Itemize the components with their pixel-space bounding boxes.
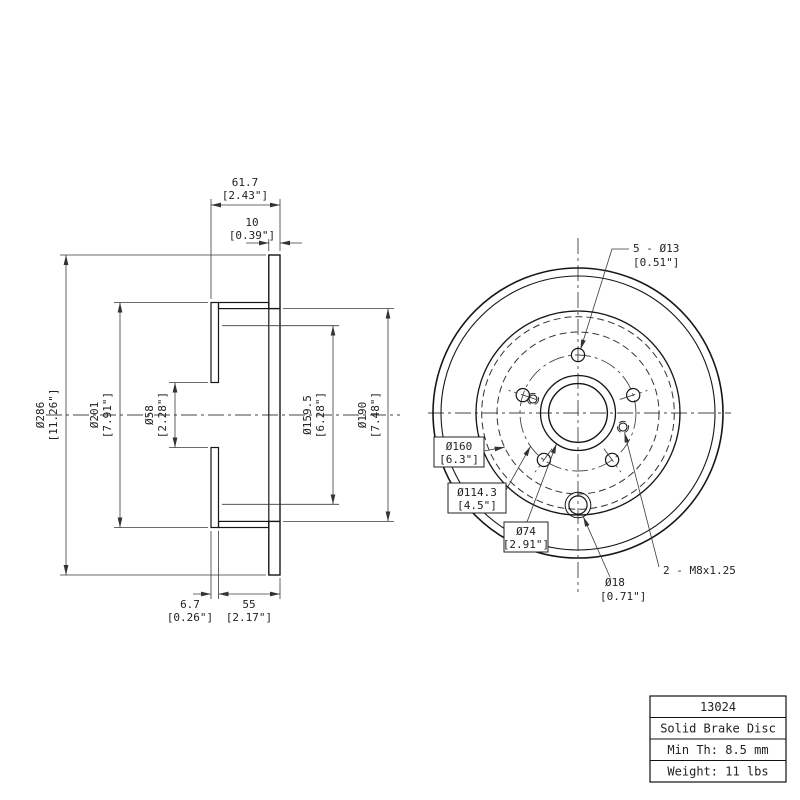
dim-286-mm: Ø286 [34,402,47,429]
lug-hole [604,452,620,468]
lug-label-line2: [0.51"] [633,256,679,269]
adjuster-hole [564,491,592,519]
m8-thread [616,420,630,434]
outer-diameter-circle [432,267,724,559]
service-holes [526,392,630,434]
label-lug-holes: 5 - Ø13 [0.51"] [580,242,679,350]
dim-disc-thickness: 10 [0.39"] [229,216,302,251]
label-service-holes: 2 - M8x1.25 [624,432,736,577]
lug-hole [515,387,531,403]
pilot-label-line2: [2.91"] [503,538,549,551]
lug-label-line1: 5 - Ø13 [633,242,679,255]
dim-10-in: [0.39"] [229,229,275,242]
label-adjuster-hole: Ø18 [0.71"] [582,516,646,603]
front-view: 5 - Ø13 [0.51"] Ø160 [6.3"] Ø114.3 [4.5"… [428,238,736,603]
hat-edge-circle [475,310,681,516]
dim-outer-diameter: Ø286 [11.26"] [34,254,266,576]
dim-1595-mm: Ø159.5 [301,395,314,435]
shoe-surface-hidden-circle [496,331,660,495]
drum-wall-upper [217,301,270,310]
m8-hole [528,394,538,404]
drum-wall-lower [217,520,270,529]
label-box [433,436,485,468]
disc-section-lower [268,520,281,576]
dim-center-bore: Ø58 [2.28"] [143,382,208,448]
pilot-circle [539,374,617,452]
bolt-circle [519,354,637,472]
label-box [447,482,507,514]
m8-hole [618,422,628,432]
m8-label: 2 - M8x1.25 [663,564,736,577]
label-box [503,521,549,553]
dim-617-in: [2.43"] [222,189,268,202]
m8-thread [526,392,540,406]
dim-flange-thickness: 6.7 [0.26"] 55 [2.17"] [167,531,281,624]
shoe-label-line2: [6.3"] [439,453,479,466]
dim-67-in: [0.26"] [167,611,213,624]
flange-section-upper [210,301,220,384]
dim-hat-diameter: Ø201 [7.91"] [88,302,208,528]
label-pilot-diameter: Ø74 [2.91"] [503,443,557,553]
bc-label-line1: Ø114.3 [457,486,497,499]
adj-label-line1: Ø18 [605,576,625,589]
section-view: Ø286 [11.26"] Ø201 [7.91"] Ø58 [2.28"] Ø… [34,176,400,624]
dim-total-width: 61.7 [2.43"] [210,176,281,299]
pilot-label-line1: Ø74 [516,525,536,538]
outer-chamfer-circle [440,275,716,551]
shoe-label-line1: Ø160 [446,440,473,453]
dim-190-mm: Ø190 [356,402,369,429]
dim-190-in: [7.48"] [369,392,382,438]
section-body [210,254,281,576]
dim-1595-in: [6.28"] [314,392,327,438]
dim-201-mm: Ø201 [88,402,101,429]
min-thickness: Min Th: 8.5 mm [667,743,768,757]
weight: Weight: 11 lbs [667,765,768,779]
dim-58-mm: Ø58 [143,405,156,425]
part-number: 13024 [700,700,736,714]
disc-section-upper [268,254,281,310]
drum-hidden-circle [481,316,675,510]
lug-hole [626,387,641,403]
dim-10-mm: 10 [245,216,258,229]
part-type: Solid Brake Disc [660,722,776,736]
bc-label-line2: [4.5"] [457,499,497,512]
adj-label-line2: [0.71"] [600,590,646,603]
label-bolt-circle: Ø114.3 [4.5"] [447,446,531,514]
dim-201-in: [7.91"] [101,392,114,438]
dim-55-mm: 55 [242,598,255,611]
center-bore-circle [547,382,609,444]
dim-67-mm: 6.7 [180,598,200,611]
flange-section-lower [210,446,220,529]
dim-58-in: [2.28"] [156,392,169,438]
dim-286-in: [11.26"] [47,389,60,442]
dim-55-in: [2.17"] [226,611,272,624]
lug-holes [508,347,648,473]
dim-drum-inner-diameter: Ø159.5 [6.28"] [222,325,339,505]
lug-hole [570,347,586,363]
dim-drum-diameter: Ø190 [7.48"] [283,308,394,522]
info-table: 13024 Solid Brake Disc Min Th: 8.5 mm We… [649,695,787,783]
label-shoe-diameter: Ø160 [6.3"] [433,436,505,468]
dim-617-mm: 61.7 [232,176,259,189]
